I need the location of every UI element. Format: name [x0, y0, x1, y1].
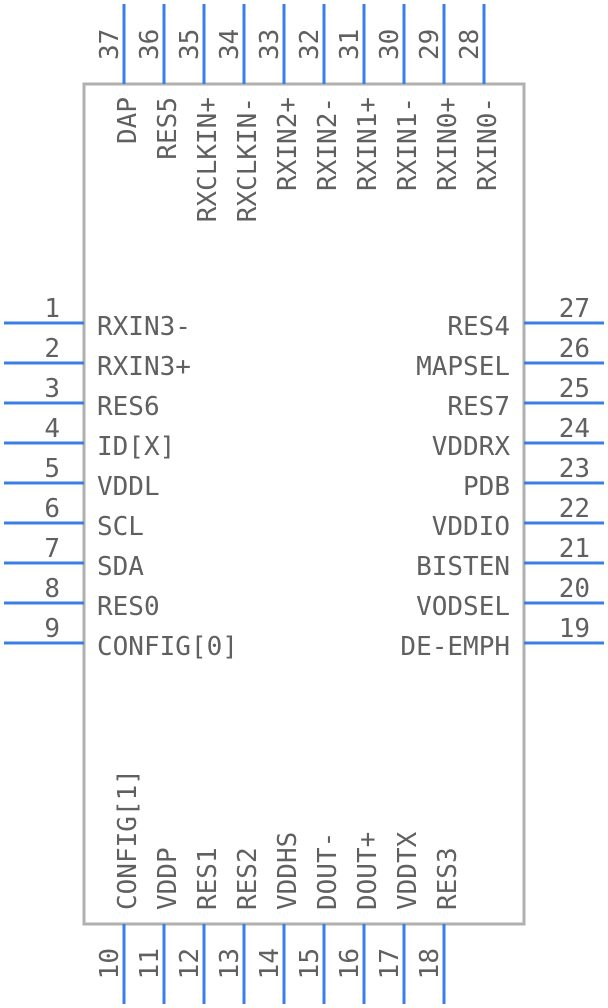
pin-9-number: 9: [44, 614, 60, 644]
pin-37-number: 37: [95, 29, 125, 60]
pin-17-label: VDDTX: [393, 831, 423, 910]
pin-5-label: VDDL: [97, 472, 160, 502]
pin-3-label: RES6: [97, 392, 160, 422]
pin-19-label: DE-EMPH: [400, 632, 510, 662]
pin-26-number: 26: [559, 334, 590, 364]
pin-31-label: RXIN1+: [353, 97, 383, 191]
pin-23-number: 23: [559, 454, 590, 484]
pin-17-number: 17: [375, 948, 405, 979]
pin-6-label: SCL: [97, 512, 144, 542]
pin-25-label: RES7: [447, 392, 510, 422]
pin-32-number: 32: [295, 29, 325, 60]
pin-20-number: 20: [559, 574, 590, 604]
pin-21-label: BISTEN: [416, 552, 510, 582]
pin-3-number: 3: [44, 374, 60, 404]
pin-26-label: MAPSEL: [416, 352, 510, 382]
pin-15-number: 15: [295, 948, 325, 979]
pin-25-number: 25: [559, 374, 590, 404]
pin-24-label: VDDRX: [432, 432, 511, 462]
pin-35-label: RXCLKIN+: [193, 97, 223, 222]
pin-4-label: ID[X]: [97, 432, 175, 462]
pin-14-number: 14: [255, 948, 285, 979]
pin-34-number: 34: [215, 29, 245, 60]
pin-16-number: 16: [335, 948, 365, 979]
pin-8-number: 8: [44, 574, 60, 604]
pin-21-number: 21: [559, 534, 590, 564]
pin-28-number: 28: [455, 29, 485, 60]
pin-6-number: 6: [44, 494, 60, 524]
pin-10-label: CONFIG[1]: [113, 769, 143, 910]
pin-35-number: 35: [175, 29, 205, 60]
pin-22-number: 22: [559, 494, 590, 524]
pin-34-label: RXCLKIN-: [233, 97, 263, 222]
pin-7-number: 7: [44, 534, 60, 564]
pin-31-number: 31: [335, 29, 365, 60]
pin-27-label: RES4: [447, 312, 510, 342]
pins-layer: 1RXIN3-2RXIN3+3RES64ID[X]5VDDL6SCL7SDA8R…: [4, 4, 604, 1004]
pin-10-number: 10: [95, 948, 125, 979]
pin-37-label: DAP: [113, 97, 143, 144]
pin-22-label: VDDIO: [432, 512, 510, 542]
pin-24-number: 24: [559, 414, 590, 444]
pin-36-label: RES5: [153, 97, 183, 160]
pin-13-label: RES2: [233, 847, 263, 910]
ic-body: [82, 82, 526, 926]
pin-13-number: 13: [215, 948, 245, 979]
pin-9-label: CONFIG[0]: [97, 632, 238, 662]
pin-27-number: 27: [559, 294, 590, 324]
pin-1-label: RXIN3-: [97, 312, 191, 342]
pin-4-number: 4: [44, 414, 60, 444]
pin-1-number: 1: [44, 294, 60, 324]
pin-33-label: RXIN2+: [273, 97, 303, 191]
pin-18-label: RES3: [433, 847, 463, 910]
pin-11-number: 11: [135, 948, 165, 979]
pin-7-label: SDA: [97, 552, 144, 582]
pin-14-label: VDDHS: [273, 832, 303, 910]
pin-2-number: 2: [44, 334, 60, 364]
pin-16-label: DOUT+: [353, 832, 383, 910]
pin-30-label: RXIN1-: [393, 97, 423, 191]
pin-23-label: PDB: [463, 472, 510, 502]
pin-15-label: DOUT-: [313, 832, 343, 910]
pin-12-number: 12: [175, 948, 205, 979]
pin-32-label: RXIN2-: [313, 97, 343, 191]
pin-5-number: 5: [44, 454, 60, 484]
pin-12-label: RES1: [193, 847, 223, 910]
pin-19-number: 19: [559, 614, 590, 644]
pin-30-number: 30: [375, 29, 405, 60]
pin-2-label: RXIN3+: [97, 352, 191, 382]
pin-8-label: RES0: [97, 592, 160, 622]
pin-20-label: VODSEL: [416, 592, 510, 622]
pin-33-number: 33: [255, 29, 285, 60]
pin-18-number: 18: [415, 948, 445, 979]
pin-29-number: 29: [415, 29, 445, 60]
pin-28-label: RXIN0-: [473, 97, 503, 191]
pin-36-number: 36: [135, 29, 165, 60]
pin-29-label: RXIN0+: [433, 97, 463, 191]
pin-11-label: VDDP: [153, 847, 183, 910]
